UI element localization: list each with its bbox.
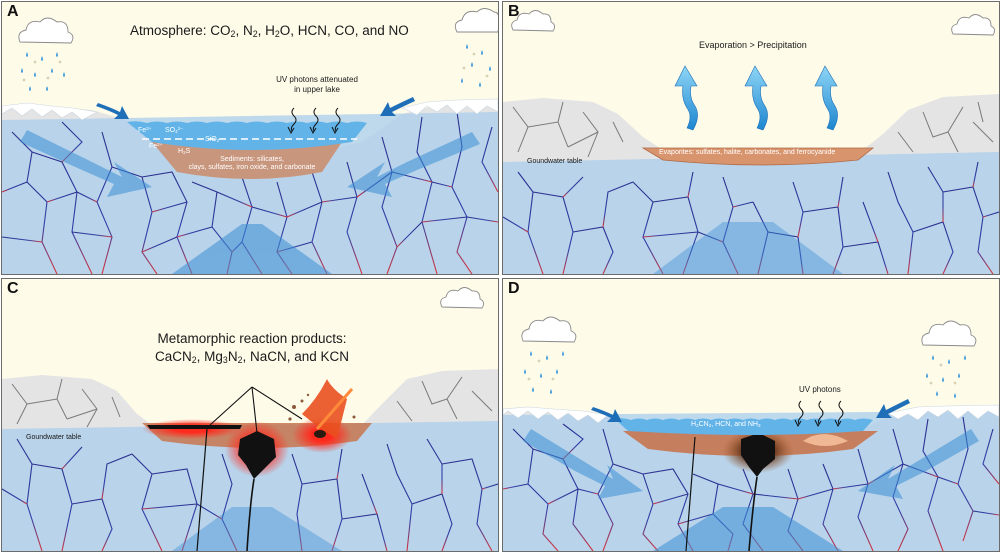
magma-intrusion <box>741 433 775 477</box>
cloud-icon <box>511 10 996 36</box>
ion-fe2: Fe2+ <box>149 142 163 151</box>
rock-cracks <box>11 376 493 428</box>
groundwater-arrow <box>653 222 843 274</box>
rock-cracks <box>2 438 498 551</box>
panel-a-letter: A <box>7 3 19 20</box>
snow-icon <box>2 98 498 121</box>
panel-d-illustration <box>503 316 999 551</box>
panel-a: A Atmosphere: CO2, N2, H2O, HCN, CO, and… <box>1 1 499 275</box>
sediment-layer <box>152 142 342 179</box>
dark-product-layer <box>147 425 242 429</box>
cloud-icon <box>440 287 485 309</box>
panel-a-sediments-label: Sediments: silicates,clays, sulfates, ir… <box>188 156 316 171</box>
dike <box>246 478 255 551</box>
magma-intrusion <box>238 431 276 479</box>
snow-icon <box>503 404 999 424</box>
panel-b-illustration <box>503 10 999 274</box>
panel-b-evaporites-label: Evaporites: sulfates, halite, carbonates… <box>659 149 836 156</box>
flow-arrow-icon <box>20 130 480 274</box>
ion-so4: SO42− <box>165 126 183 135</box>
panel-b-letter: B <box>508 3 520 20</box>
panel-d-products-label: H2CN2, HCN, and NH3 <box>691 421 761 429</box>
rock-cracks <box>512 101 994 158</box>
lake-water <box>615 418 873 435</box>
panel-d-uv-label: UV photons <box>799 385 841 394</box>
cloud-icon <box>521 316 977 347</box>
rock-cracks <box>2 111 498 274</box>
ion-fe3: Fe3+ <box>138 126 152 135</box>
flow-arrow-icon <box>523 429 979 551</box>
uv-photon-icon <box>794 400 844 428</box>
panel-c-title: Metamorphic reaction products: CaCN2, Mg… <box>155 331 349 366</box>
evaporite-pod <box>803 434 848 446</box>
panel-d-letter: D <box>508 280 520 297</box>
evaporation-arrow-icon <box>674 65 838 131</box>
rain-icon <box>524 351 966 398</box>
groundwater-zone <box>2 421 498 551</box>
rock-cracks <box>503 161 999 274</box>
ion-sio2: SiO2 <box>205 136 220 144</box>
groundwater-zone <box>503 411 999 551</box>
panel-b-groundwater-label: Goundwater table <box>527 158 583 165</box>
panel-c-letter: C <box>7 280 19 297</box>
rain-icon <box>21 44 491 91</box>
panel-c: C Metamorphic reaction products: CaCN2, … <box>1 278 499 552</box>
panel-d: D UV photons H2CN2, HCN, and NH3 <box>502 278 1000 552</box>
flow-arrow-icon <box>96 97 415 119</box>
groundwater-zone <box>2 112 498 274</box>
evaporite-layer <box>641 147 875 166</box>
groundwater-zone <box>503 152 999 274</box>
cloud-icon <box>18 8 498 44</box>
panel-c-groundwater-label: Goundwater table <box>26 434 82 441</box>
uv-photon-icon <box>287 107 341 135</box>
panel-c-illustration <box>2 287 498 551</box>
meteorite-icon <box>288 379 356 439</box>
panel-b-title: Evaporation > Precipitation <box>699 40 807 50</box>
panel-a-atmosphere-title: Atmosphere: CO2, N2, H2O, HCN, CO, and N… <box>130 23 409 40</box>
panel-a-illustration <box>2 8 498 274</box>
ion-h2s: H2S <box>178 148 191 156</box>
dike <box>685 436 696 551</box>
lake-water <box>127 121 367 150</box>
flow-arrow-icon <box>591 399 910 422</box>
groundwater-arrow <box>172 507 342 551</box>
dike <box>748 476 758 551</box>
panel-b: B Evaporation > Precipitation Evaporites… <box>502 1 1000 275</box>
dike <box>196 428 208 551</box>
pointer-lines <box>209 386 303 434</box>
